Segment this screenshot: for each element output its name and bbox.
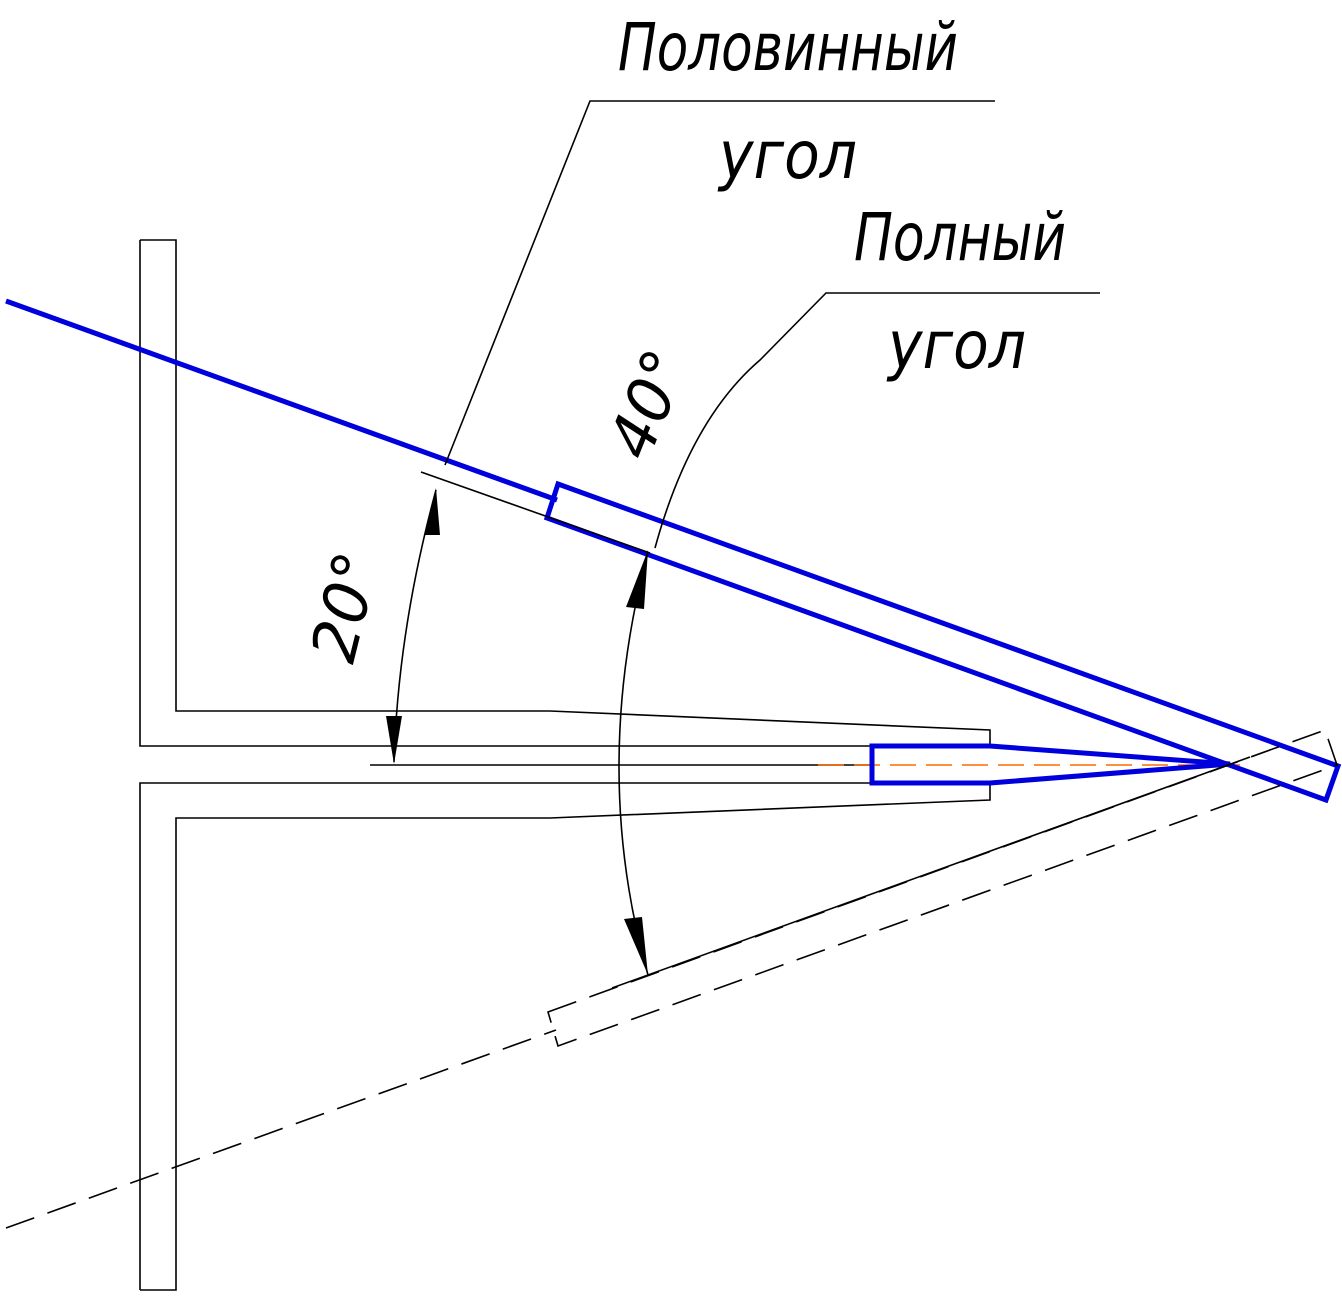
full-angle-label-line1: Полный xyxy=(854,199,1066,276)
half-angle-label-line1: Половинный xyxy=(618,9,958,86)
lower-tool-dashed-line xyxy=(5,1029,557,1229)
full-angle-leader xyxy=(654,292,1100,549)
half-angle-value: 20° xyxy=(296,545,393,669)
full-angle-arrow-top xyxy=(626,550,648,609)
full-angle-arrow-bottom xyxy=(624,917,648,975)
half-angle-arrow-top xyxy=(424,488,440,535)
full-angle-value: 40° xyxy=(594,339,703,468)
full-angle-label-line2: угол xyxy=(886,307,1026,384)
lower-tool-dashed-body xyxy=(547,728,1339,1048)
upper-tool-body xyxy=(543,480,1342,804)
upper-plate-outline xyxy=(139,239,991,747)
half-angle-label-line2: угол xyxy=(717,117,857,194)
lower-plate-outline xyxy=(139,782,991,1291)
nozzle-tip xyxy=(869,743,1231,786)
upper-tool-line xyxy=(5,298,558,503)
half-angle-leader xyxy=(444,100,995,466)
lower-tool-edge-solid xyxy=(611,756,1251,989)
full-angle-dimension-arc xyxy=(618,551,649,976)
half-angle-arrow-bottom xyxy=(386,716,402,764)
half-angle-extension-line xyxy=(420,471,651,554)
